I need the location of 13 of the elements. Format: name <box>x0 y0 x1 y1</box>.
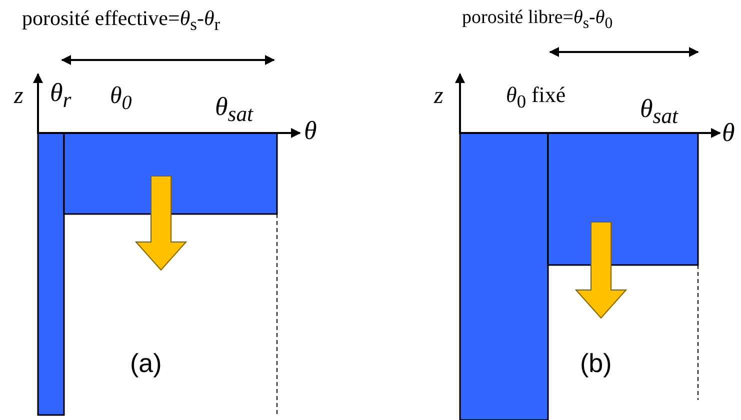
panel-label: (a) <box>130 350 162 376</box>
panel-label: (b) <box>580 350 612 376</box>
symbol-label: θ$_{0}$ fixé <box>506 84 566 111</box>
symbol-label: θ$_{0}$ <box>110 84 132 113</box>
axis-label: θ <box>304 118 317 144</box>
symbol-label: θ$_{sat}$ <box>215 94 254 126</box>
axis-label: θ <box>722 120 735 146</box>
formula-label: porosité libre=θ$_{s}$-θ$_{0}$ <box>462 8 613 32</box>
symbol-label: θ$_{sat}$ <box>640 96 678 128</box>
symbol-label: θ$_{r}$ <box>50 80 72 112</box>
axis-label: z <box>434 84 444 108</box>
formula-label: porosité effective=θ$_{s}$-θ$_{r}$ <box>22 8 220 34</box>
axis-label: z <box>14 84 24 108</box>
